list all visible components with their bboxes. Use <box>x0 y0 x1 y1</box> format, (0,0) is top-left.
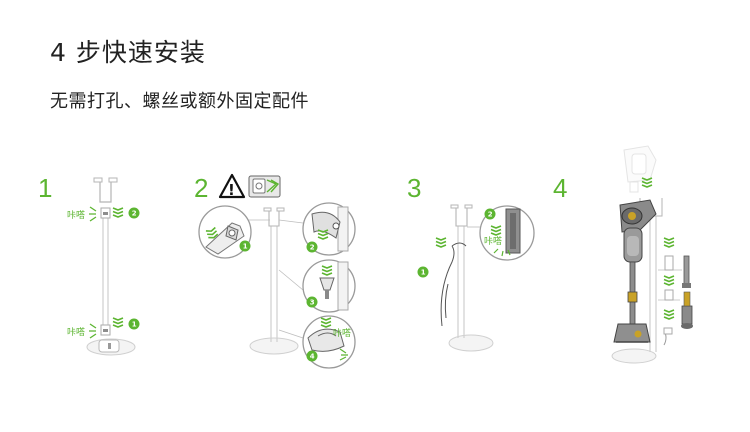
no-power-plug-icon <box>248 175 281 198</box>
svg-text:1: 1 <box>132 321 137 329</box>
step-4-illustration <box>611 198 667 364</box>
step-3-detail-2: 2 <box>479 205 535 261</box>
step-4-accessory-clip-upper <box>663 237 675 271</box>
svg-text:1: 1 <box>421 269 426 277</box>
click-label-step-2: 咔嗒 <box>333 327 351 339</box>
step-4-number: 4 <box>553 173 568 203</box>
vacuum-floor-head <box>613 323 651 343</box>
warning-icon <box>218 173 246 199</box>
svg-text:2: 2 <box>310 244 315 252</box>
step-4-ghost-vacuum-head <box>623 145 657 193</box>
step-4-accessory-brush-tool <box>658 291 693 329</box>
step-2-detail-2: 2 <box>302 202 356 256</box>
step-3-number: 3 <box>407 173 422 203</box>
step-1-badge-2: 2 <box>128 207 140 219</box>
step-3-illustration: 1 <box>417 204 494 352</box>
svg-text:1: 1 <box>243 243 248 251</box>
step-4-accessory-crevice-tool <box>658 255 691 288</box>
svg-text:4: 4 <box>310 353 315 361</box>
svg-text:3: 3 <box>310 299 315 307</box>
step-1-badge-1: 1 <box>128 318 140 330</box>
page-title: 4 步快速安装 <box>50 38 206 67</box>
step-4-accessory-clip-lower <box>663 275 675 335</box>
step-1-illustration <box>86 177 136 356</box>
step-2-detail-1: 1 <box>198 205 252 259</box>
wall-bracket <box>99 178 112 203</box>
step-1-number: 1 <box>38 173 53 203</box>
step-2-detail-3: 3 <box>302 259 356 313</box>
step-2-detail-4: 4 <box>302 315 356 369</box>
step-2-illustration <box>249 207 304 355</box>
click-label-lower: 咔嗒 <box>67 326 85 338</box>
svg-text:2: 2 <box>488 211 493 219</box>
step-2-number: 2 <box>194 173 209 203</box>
hand-outline <box>440 245 455 327</box>
svg-text:2: 2 <box>132 210 137 218</box>
warning-symbol: ! <box>228 181 235 199</box>
click-label-upper: 咔嗒 <box>67 209 85 221</box>
page-subtitle: 无需打孔、螺丝或额外固定配件 <box>50 91 309 112</box>
click-label-step-3: 咔嗒 <box>484 235 502 247</box>
